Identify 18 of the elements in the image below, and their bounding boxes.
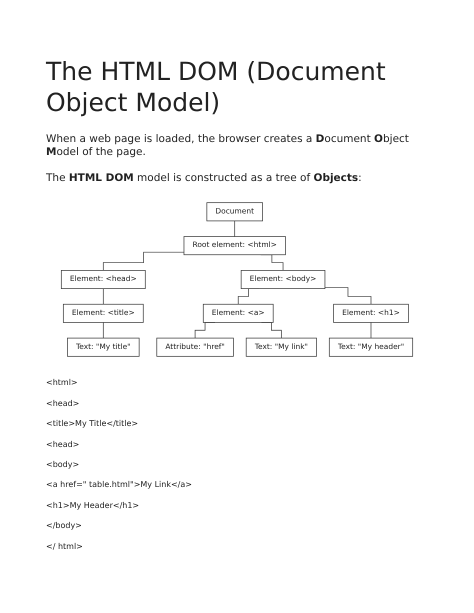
- connector: [102, 252, 184, 272]
- code-line: <h1>My Header</h1>: [46, 500, 140, 512]
- paragraph: When a web page is loaded, the browser creates a Document Object Model of the page.: [46, 132, 410, 160]
- connector: [102, 322, 104, 339]
- code-line: <html>: [46, 378, 79, 389]
- code-line: <head>: [46, 440, 80, 450]
- connector: [324, 288, 372, 306]
- connector: [370, 322, 372, 339]
- connector: [234, 220, 236, 238]
- code-line: <a href=" table.html">My Link</a>: [46, 480, 193, 491]
- page-title: The HTML DOM (Document Object Model): [46, 56, 387, 118]
- code-line: </ html>: [46, 542, 84, 552]
- paragraph: The HTML DOM model is constructed as a tree of Objects:: [46, 172, 363, 186]
- code-line: <head>: [46, 398, 80, 410]
- connector: [102, 288, 104, 306]
- code-line: <body>: [46, 460, 80, 470]
- code-line: </body>: [46, 521, 83, 532]
- code-line: <title>My Title</title>: [46, 419, 140, 430]
